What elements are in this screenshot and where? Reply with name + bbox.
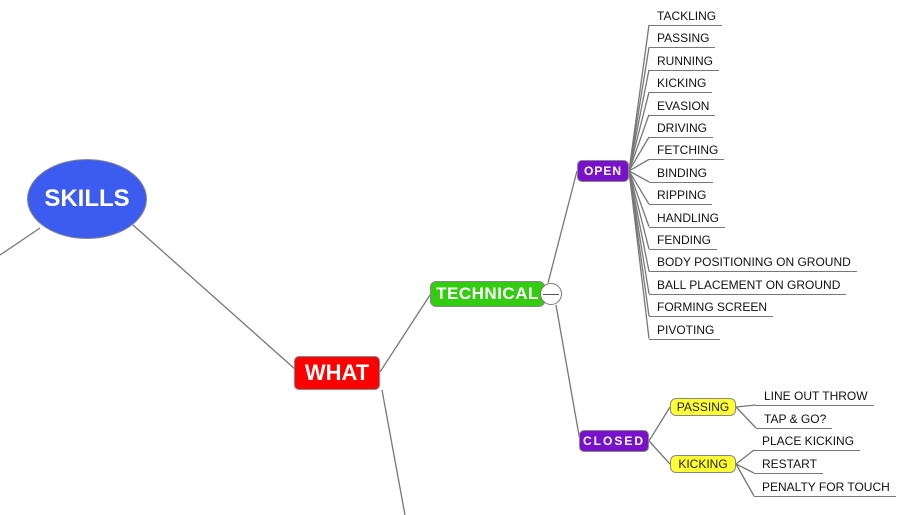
what-label: WHAT — [304, 360, 370, 385]
technical-label: TECHNICAL — [436, 284, 539, 303]
leaf-node[interactable]: DRIVING — [649, 121, 714, 138]
node-technical[interactable]: TECHNICAL — [430, 281, 545, 307]
root-node-skills[interactable]: SKILLS — [27, 159, 147, 239]
leaf-node[interactable]: RUNNING — [649, 54, 719, 71]
node-what[interactable]: WHAT — [294, 356, 380, 390]
leaf-node[interactable]: FENDING — [649, 233, 717, 250]
leaf-node[interactable]: FORMING SCREEN — [649, 300, 774, 318]
root-label: SKILLS — [44, 185, 130, 212]
open-connector — [628, 158, 650, 172]
leaf-node[interactable]: BODY POSITIONING ON GROUND — [649, 255, 857, 273]
open-connector — [628, 69, 650, 172]
leaf-node[interactable]: HANDLING — [649, 211, 726, 228]
open-label: OPEN — [583, 164, 622, 178]
open-connector — [628, 136, 650, 172]
node-closed-kicking[interactable]: KICKING — [670, 455, 736, 473]
open-connector — [628, 92, 650, 172]
open-connector — [628, 170, 650, 339]
kicking-label: KICKING — [678, 457, 728, 471]
node-closed-passing[interactable]: PASSING — [670, 398, 736, 416]
leaf-node[interactable]: PENALTY FOR TOUCH — [754, 480, 896, 497]
leaf-node[interactable]: PASSING — [649, 31, 716, 49]
open-connector — [628, 170, 650, 183]
leaf-node[interactable]: EVASION — [649, 99, 716, 116]
open-connector — [628, 170, 650, 227]
open-connector — [628, 47, 650, 172]
leaf-node[interactable]: TACKLING — [649, 9, 723, 26]
open-connector — [628, 170, 650, 205]
closed-label: CLOSED — [582, 434, 645, 448]
leaf-node[interactable]: LINE OUT THROW — [756, 389, 874, 406]
node-closed[interactable]: CLOSED — [579, 430, 649, 452]
passing-label: PASSING — [676, 400, 730, 414]
leaf-node[interactable]: KICKING — [649, 76, 713, 94]
leaf-node[interactable]: RIPPING — [649, 188, 713, 206]
leaf-node[interactable]: BINDING — [649, 166, 714, 183]
open-connector — [628, 114, 650, 172]
node-open[interactable]: OPEN — [577, 160, 629, 182]
leaf-node[interactable]: TAP & GO? — [756, 412, 833, 429]
leaf-node[interactable]: BALL PLACEMENT ON GROUND — [649, 278, 847, 295]
leaf-node[interactable]: RESTART — [754, 457, 823, 474]
leaf-node[interactable]: PLACE KICKING — [754, 434, 861, 451]
open-connector — [628, 170, 650, 250]
leaf-node[interactable]: PIVOTING — [649, 323, 721, 340]
collapse-toggle-icon[interactable] — [540, 283, 562, 305]
leaf-node[interactable]: FETCHING — [649, 143, 725, 161]
